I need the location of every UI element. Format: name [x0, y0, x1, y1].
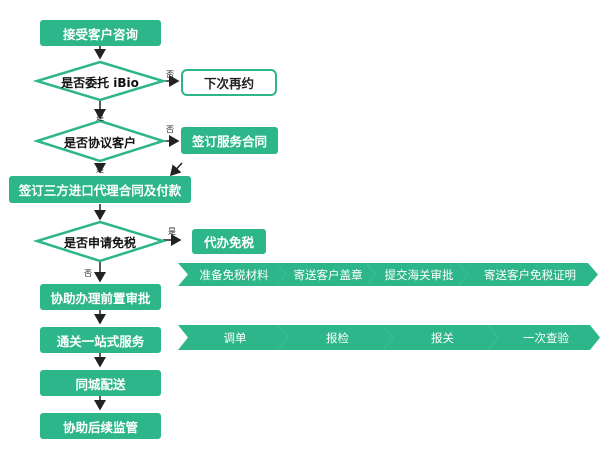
clearance_chain-label-0: 调单 — [223, 330, 247, 345]
step-accept-inquiry: 接受客户咨询 — [40, 20, 161, 46]
step-exemption-service: 代办免税 — [192, 229, 266, 254]
clearance_chain-label-2: 报关 — [431, 330, 454, 345]
clearance_chain-chevron-3 — [488, 325, 600, 350]
step-sign-tripartite-contract: 签订三方进口代理合同及付款 — [9, 176, 191, 203]
clearance_chain-label-1: 报检 — [326, 330, 349, 345]
label-yes-entrust: 是 — [96, 113, 104, 122]
step-sign-service-contract: 签订服务合同 — [181, 127, 278, 154]
step-assist-preapproval: 协助办理前置审批 — [40, 284, 161, 310]
label-no-entrust: 否 — [166, 70, 174, 79]
clearance_chain-label-3: 一次查验 — [523, 330, 569, 345]
step-next-time: 下次再约 — [181, 69, 277, 96]
label-no-exemption: 否 — [84, 269, 92, 278]
decision-agreement-diamond — [32, 119, 168, 163]
clearance_chain-chevron-2 — [383, 325, 498, 350]
decision-exemption-diamond — [32, 220, 168, 263]
arrow-service-to-tripartite — [169, 162, 183, 177]
clearance_chain-chevron-0 — [178, 325, 288, 350]
clearance_chain-chevron-1 — [278, 325, 393, 350]
decision-exemption-label: 是否申请免税 — [63, 236, 136, 250]
decision-entrust-diamond — [32, 60, 168, 102]
exemption_chain-chevron-0 — [178, 263, 286, 286]
decision-agreement-label: 是否协议客户 — [63, 136, 136, 150]
exemption_chain-chevron-3 — [458, 263, 598, 286]
label-yes-exemption: 是 — [168, 227, 176, 236]
decision-entrust-label: 是否委托 iBio — [61, 76, 139, 90]
label-yes-agreement: 是 — [96, 165, 104, 174]
exemption_chain-label-3: 寄送客户免税证明 — [484, 267, 576, 282]
step-one-stop-clearance: 通关一站式服务 — [40, 327, 161, 353]
exemption_chain-chevron-2 — [366, 263, 468, 286]
exemption_chain-label-2: 提交海关审批 — [384, 267, 454, 282]
exemption_chain-label-1: 寄送客户盖章 — [293, 267, 363, 282]
step-assist-followup: 协助后续监管 — [40, 413, 161, 439]
label-no-agreement: 否 — [166, 125, 174, 134]
step-city-delivery: 同城配送 — [40, 370, 161, 396]
exemption_chain-label-0: 准备免税材料 — [199, 267, 269, 282]
exemption_chain-chevron-1 — [276, 263, 376, 286]
